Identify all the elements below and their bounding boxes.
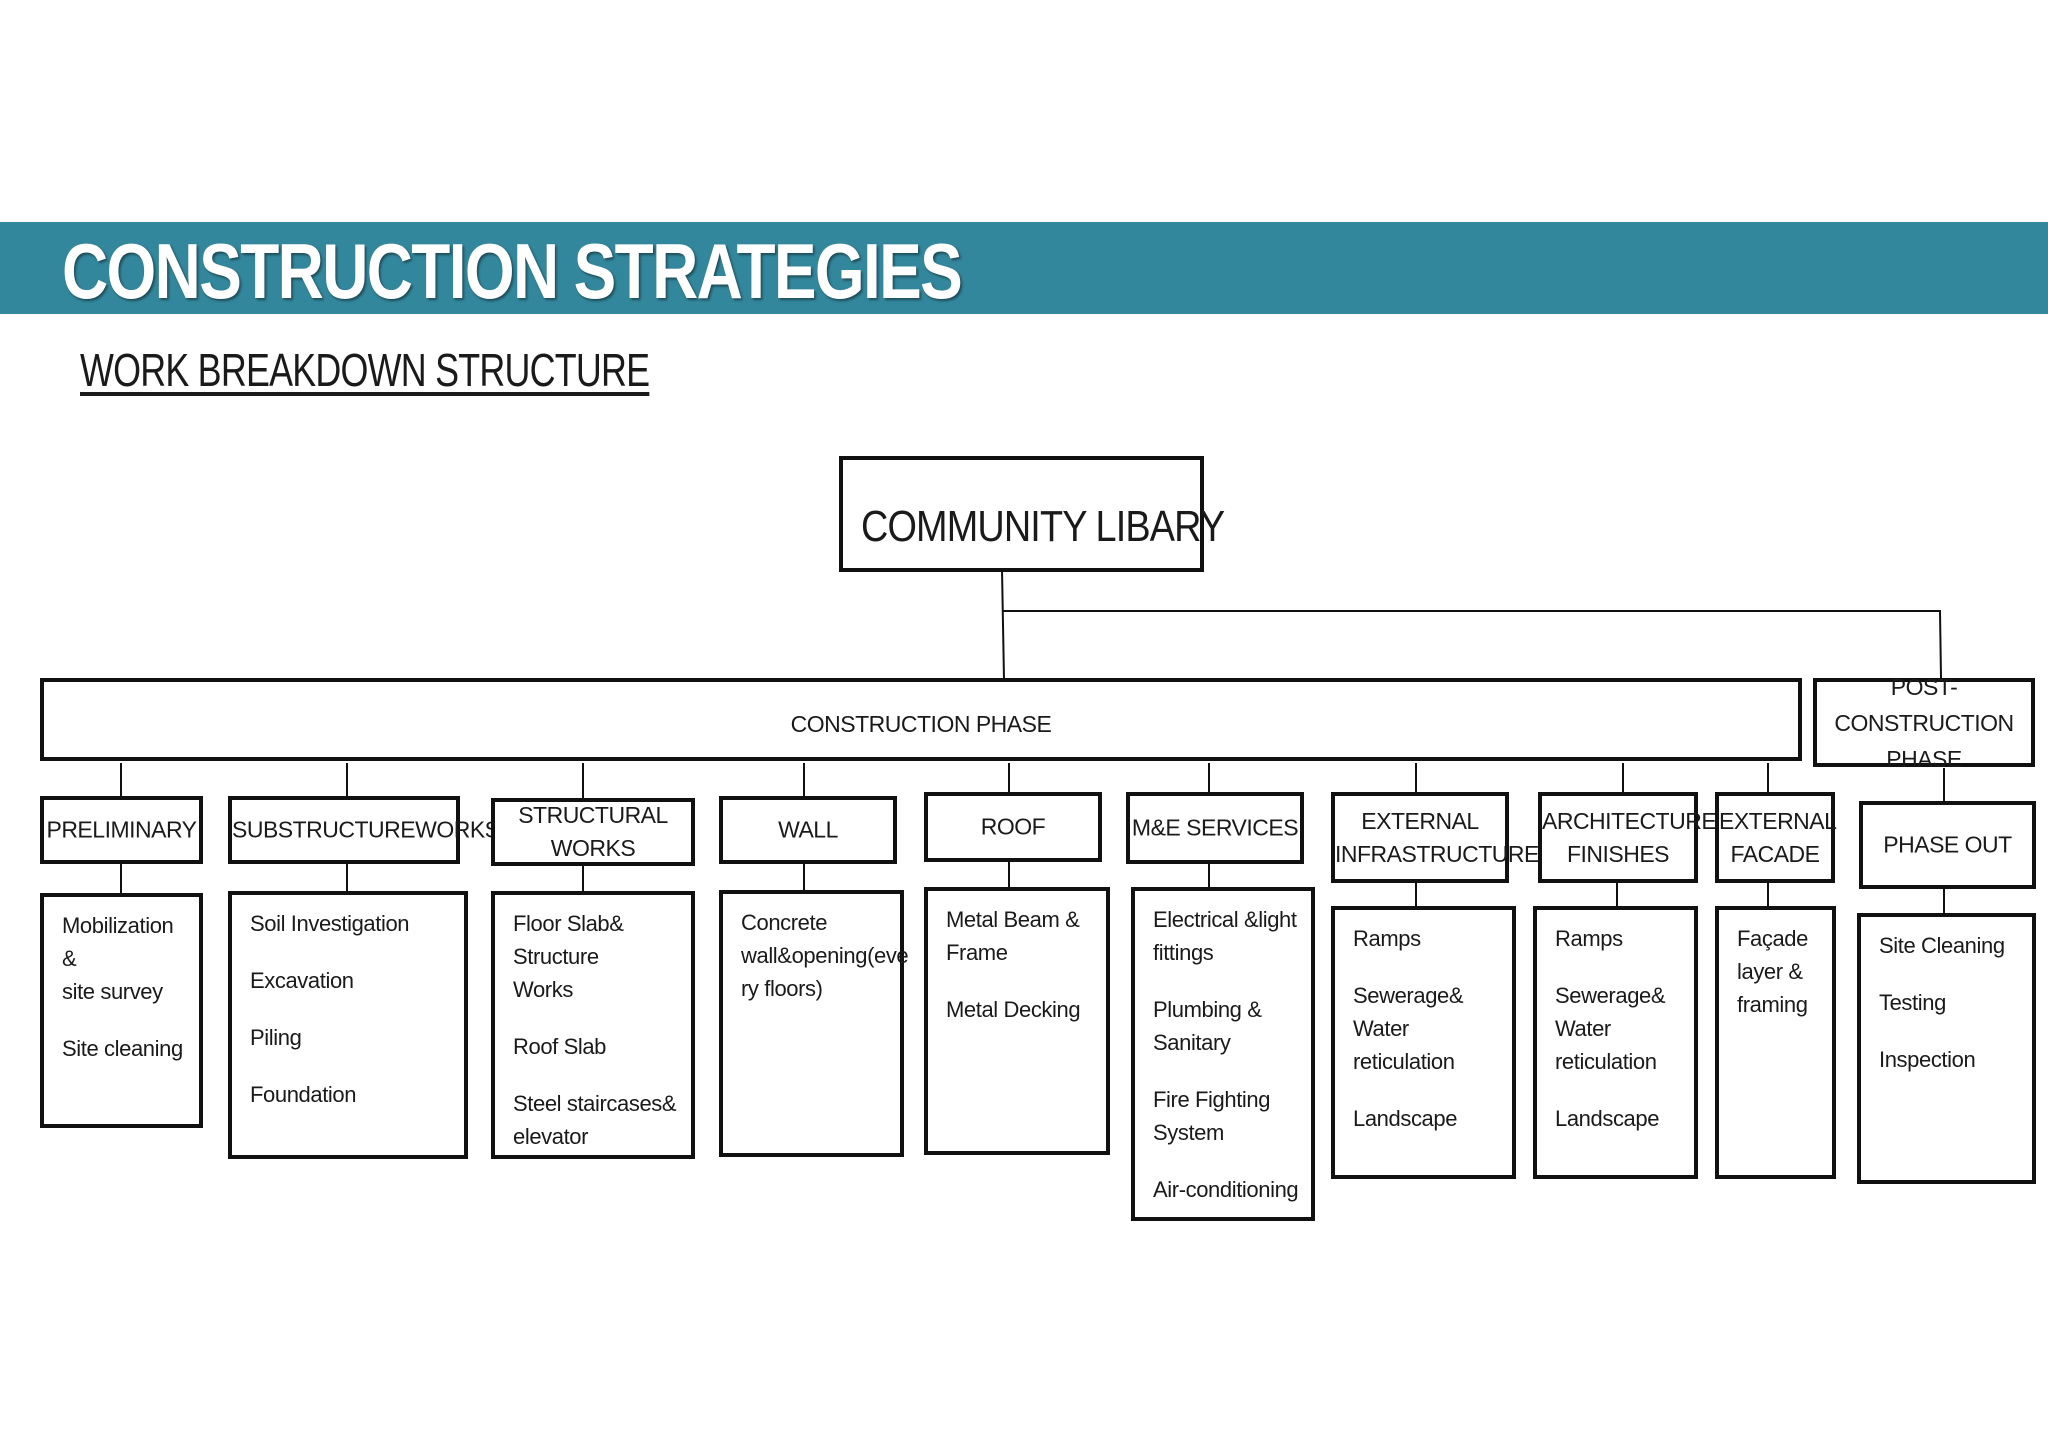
work-item: Excavation <box>250 968 354 993</box>
package-label: ROOF <box>980 813 1046 840</box>
work-item: Ramps <box>1353 926 1421 951</box>
title-banner <box>0 222 2048 314</box>
page-subtitle: WORK BREAKDOWN STRUCTURE <box>80 344 650 396</box>
work-items-box: Mobilization & site survey Site cleaning <box>40 893 203 1128</box>
work-items-box: Site Cleaning Testing Inspection <box>1857 913 2036 1184</box>
package-label: EXTERNAL FACADE <box>1719 807 1837 867</box>
work-item: Ramps <box>1555 926 1623 951</box>
work-item: Foundation <box>250 1082 357 1107</box>
work-item: Site Cleaning <box>1879 933 2005 958</box>
package-node: PRELIMINARY <box>40 796 203 864</box>
package-node: PHASE OUT <box>1859 801 2036 889</box>
package-node: M&E SERVICES <box>1126 792 1304 864</box>
package-label: PRELIMINARY <box>46 816 197 843</box>
work-items-box: Floor Slab& Structure Works Roof Slab St… <box>491 891 695 1159</box>
work-item: Concrete wall&opening(eve ry floors) <box>741 910 909 1001</box>
work-item: Mobilization & site survey <box>62 913 174 1004</box>
connector-root-construction <box>1001 568 1005 681</box>
package-label: WALL <box>778 816 838 843</box>
work-item: Electrical &light fittings <box>1153 907 1297 965</box>
work-item: Floor Slab& Structure Works <box>513 911 624 1002</box>
post-construction-phase-label: POST-CONSTRUCTION PHASE <box>1834 673 2014 772</box>
work-item: Sewerage& Water reticulation <box>1555 983 1666 1074</box>
work-item: Landscape <box>1353 1106 1458 1131</box>
work-items-box: Electrical &light fittings Plumbing & Sa… <box>1131 887 1315 1221</box>
work-item: Piling <box>250 1025 302 1050</box>
work-items-box: Façade layer & framing <box>1715 906 1836 1179</box>
package-node: ARCHITECTURE FINISHES <box>1538 792 1717 883</box>
package-node: EXTERNAL FACADE <box>1715 792 1837 883</box>
work-items-box: Ramps Sewerage& Water reticulation Lands… <box>1533 906 1698 1179</box>
work-item: Metal Beam & Frame <box>946 907 1080 965</box>
work-item: Roof Slab <box>513 1034 607 1059</box>
work-items-box: Soil Investigation Excavation Piling Fou… <box>228 891 468 1159</box>
package-node: SUBSTRUCTUREWORKS <box>228 796 500 864</box>
work-items-box: Concrete wall&opening(eve ry floors) <box>719 890 909 1157</box>
work-item: Air-conditioning <box>1153 1177 1299 1202</box>
work-item: Steel staircases& elevator <box>513 1091 677 1149</box>
root-node: COMMUNITY LIBARY <box>839 456 1225 572</box>
page-title: CONSTRUCTION STRATEGIES <box>62 227 963 315</box>
package-label: EXTERNAL INFRASTRUCTURE <box>1335 807 1539 867</box>
package-node: ROOF <box>924 792 1102 862</box>
package-label: STRUCTURAL WORKS <box>518 802 668 861</box>
package-label: M&E SERVICES <box>1131 814 1299 841</box>
work-item: Metal Decking <box>946 997 1081 1022</box>
work-item: Façade layer & framing <box>1737 926 1808 1017</box>
work-items-box: Ramps Sewerage& Water reticulation Lands… <box>1331 906 1516 1179</box>
package-node: EXTERNAL INFRASTRUCTURE <box>1331 792 1539 883</box>
work-item: Plumbing & Sanitary <box>1153 997 1262 1055</box>
package-label: SUBSTRUCTUREWORKS <box>232 816 500 843</box>
work-item: Soil Investigation <box>250 911 410 936</box>
post-construction-phase-node: POST-CONSTRUCTION PHASE <box>1813 674 2035 772</box>
work-item: Sewerage& Water reticulation <box>1353 983 1464 1074</box>
work-items-box: Metal Beam & Frame Metal Decking <box>924 887 1110 1155</box>
work-item: Inspection <box>1879 1047 1976 1072</box>
construction-phase-label: CONSTRUCTION PHASE <box>790 711 1052 737</box>
root-node-label: COMMUNITY LIBARY <box>861 502 1225 551</box>
package-label: PHASE OUT <box>1883 831 2012 858</box>
package-label: ARCHITECTURE FINISHES <box>1542 807 1717 867</box>
package-node: STRUCTURAL WORKS <box>491 798 695 866</box>
work-item: Landscape <box>1555 1106 1660 1131</box>
work-item: Testing <box>1879 990 1946 1015</box>
connector-root-post <box>1002 610 1942 679</box>
package-node: WALL <box>719 796 897 864</box>
construction-phase-node: CONSTRUCTION PHASE <box>40 678 1802 761</box>
work-item: Fire Fighting System <box>1153 1087 1271 1145</box>
work-item: Site cleaning <box>62 1036 183 1061</box>
